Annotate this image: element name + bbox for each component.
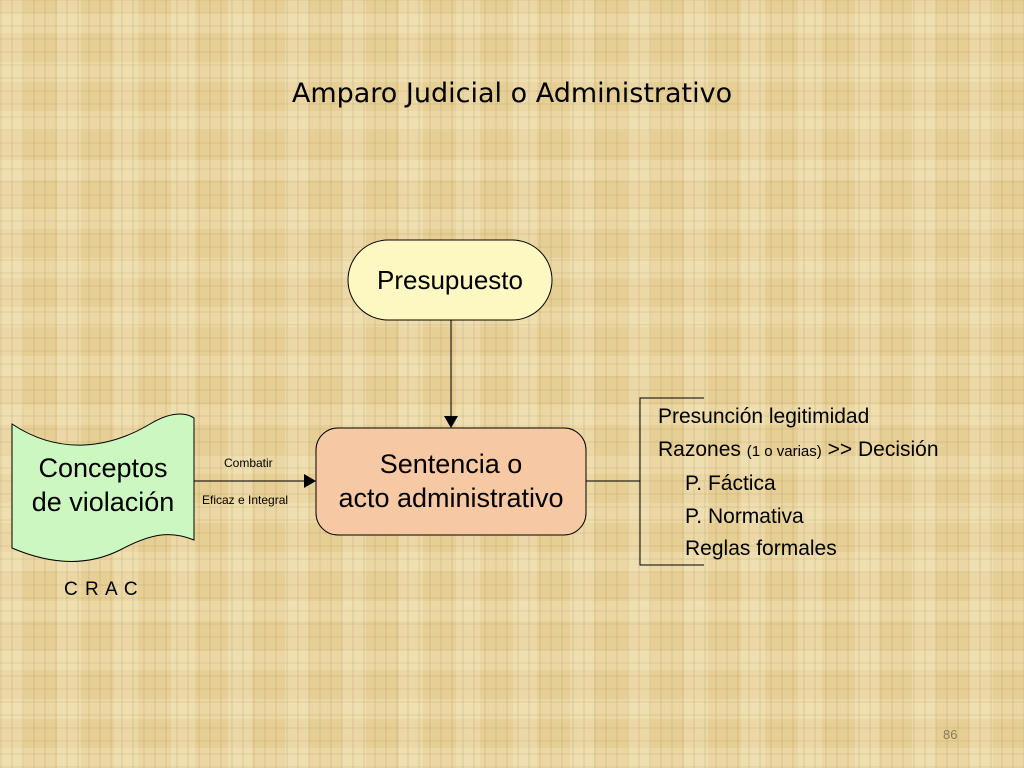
list-item-reglas: Reglas formales xyxy=(685,537,837,560)
page-number: 86 xyxy=(943,727,958,742)
conceptos-line2: de violación xyxy=(31,487,175,517)
crac-label: C R A C xyxy=(64,579,139,600)
edge-label-combatir: Combatir xyxy=(224,456,273,470)
slide-title: Amparo Judicial o Administrativo xyxy=(291,78,733,109)
sentencia-line1: Sentencia o xyxy=(379,449,523,479)
sentencia-line2: acto administrativo xyxy=(338,483,564,513)
list-bracket xyxy=(639,397,704,566)
list-item-presuncion: Presunción legitimidad xyxy=(658,405,870,428)
list-item-razones: Razones (1 o varias) >> Decisión xyxy=(658,434,939,469)
razones-main: Razones xyxy=(658,437,741,461)
presupuesto-label: Presupuesto xyxy=(348,241,552,319)
presupuesto-text: Presupuesto xyxy=(377,264,523,295)
razones-paren: (1 o varias) xyxy=(746,442,822,460)
presupuesto-shape xyxy=(347,239,553,321)
edge-label-eficaz: Eficaz e Integral xyxy=(202,493,289,507)
razones-decision: >> Decisión xyxy=(827,437,939,461)
list-item-normativa: P. Normativa xyxy=(685,504,804,528)
conceptos-line1: Conceptos xyxy=(38,453,168,483)
conceptos-label: Conceptos de violación xyxy=(12,440,194,530)
list-item-factica: P. Fáctica xyxy=(685,472,776,495)
sentencia-label: Sentencia o acto administrativo xyxy=(316,428,586,534)
decision-list: Presunción legitimidad Razones (1 o vari… xyxy=(658,401,939,566)
conceptos-shape xyxy=(11,413,195,562)
